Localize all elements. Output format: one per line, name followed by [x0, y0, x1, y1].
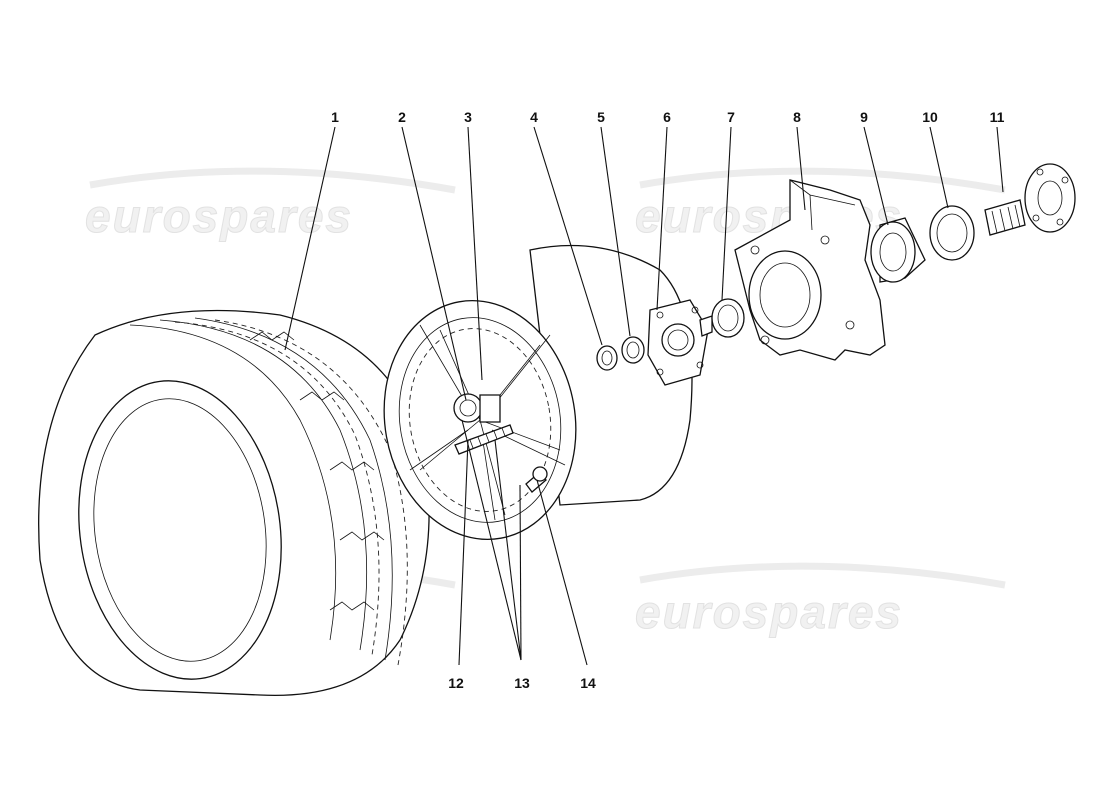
watermark-bottom-right: eurospares [635, 586, 903, 638]
callout-9: 9 [860, 109, 868, 125]
callout-14: 14 [580, 675, 596, 691]
callout-7: 7 [727, 109, 735, 125]
valve-stem [525, 466, 548, 493]
callout-13: 13 [514, 675, 530, 691]
callout-3: 3 [464, 109, 472, 125]
wheel-bolt [454, 424, 514, 455]
callout-1: 1 [331, 109, 339, 125]
retaining-ring [711, 298, 745, 338]
hub-flange [647, 299, 713, 386]
callout-8: 8 [793, 109, 801, 125]
callout-4: 4 [530, 109, 538, 125]
callout-5: 5 [597, 109, 605, 125]
hub-carrier [734, 179, 886, 361]
circlip [929, 205, 975, 261]
drive-flange-shaft [984, 163, 1076, 236]
spacer-ring [596, 345, 618, 371]
callout-6: 6 [663, 109, 671, 125]
tyre [38, 309, 430, 697]
callout-labels: 1 2 3 4 5 6 7 8 9 10 11 12 13 14 [331, 109, 1005, 691]
wheel-bearing [870, 217, 926, 283]
callout-11: 11 [990, 109, 1005, 125]
seal-ring [621, 336, 645, 364]
callout-10: 10 [922, 109, 938, 125]
callout-12: 12 [448, 675, 464, 691]
callout-2: 2 [398, 109, 406, 125]
watermark-top-left: eurospares [85, 190, 353, 242]
leader-lines [284, 126, 1004, 666]
